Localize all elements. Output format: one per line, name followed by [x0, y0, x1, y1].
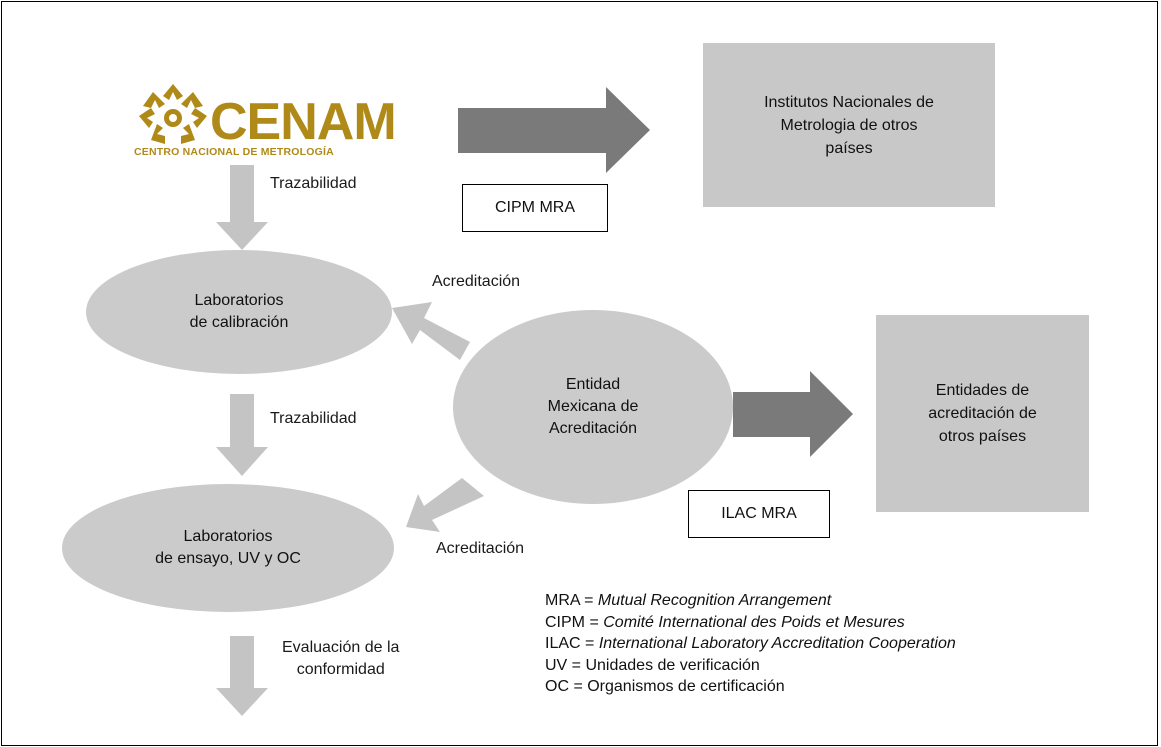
entidad-mexicana-ellipse: Entidad Mexicana de Acreditación: [453, 310, 733, 504]
legend-abbr: ILAC =: [545, 635, 599, 652]
institutos-line-1: Institutos Nacionales de: [764, 93, 934, 111]
entidades-otros-line-3: otros países: [938, 428, 1027, 445]
arrow-cenam-to-institutos: [458, 87, 650, 173]
legend-item-oc: OC = Organismos de certificación: [545, 676, 956, 698]
entidades-otros-box: Entidades de acreditación de otros paíse…: [876, 315, 1089, 512]
lab-calibracion-line-2: de calibración: [189, 314, 289, 331]
cipm-mra-tag: CIPM MRA: [462, 184, 608, 232]
evaluacion-line-1: Evaluación de la: [282, 639, 400, 656]
arrow-trazabilidad-1: [216, 165, 268, 250]
lab-ensayo-ellipse: Laboratorios de ensayo, UV y OC: [62, 484, 394, 612]
legend-item-uv: UV = Unidades de verificación: [545, 655, 956, 677]
arrow-acreditacion-2: [406, 478, 484, 532]
entidad-mexicana-line-3: Acreditación: [548, 420, 638, 437]
trazabilidad-label-2: Trazabilidad: [270, 410, 357, 427]
acreditacion-label-1: Acreditación: [432, 273, 521, 290]
legend-abbr: MRA =: [545, 592, 598, 609]
lab-ensayo-line-1: Laboratorios: [183, 528, 273, 545]
legend-abbr: UV =: [545, 656, 586, 674]
legend: MRA = Mutual Recognition Arrangement CIP…: [545, 590, 956, 698]
legend-item-mra: MRA = Mutual Recognition Arrangement: [545, 590, 956, 612]
arrow-evaluacion: [216, 636, 268, 716]
legend-text: Comité International des Poids et Mesure…: [603, 613, 905, 631]
legend-text: Unidades de verificación: [585, 656, 760, 674]
legend-item-ilac: ILAC = International Laboratory Accredit…: [545, 633, 956, 655]
legend-text: Organismos de certificación: [587, 678, 785, 695]
legend-abbr: OC =: [545, 678, 588, 695]
legend-abbr: CIPM =: [545, 613, 604, 631]
institutos-box: Institutos Nacionales de Metrologia de o…: [703, 43, 995, 207]
legend-text: Mutual Recognition Arrangement: [597, 592, 832, 609]
evaluacion-label: Evaluación de la conformidad: [282, 637, 399, 681]
ilac-mra-label: ILAC MRA: [721, 505, 797, 522]
entidad-mexicana-line-1: Entidad: [565, 376, 621, 393]
evaluacion-line-2: conformidad: [296, 661, 385, 678]
legend-text: International Laboratory Accreditation C…: [598, 635, 956, 652]
entidad-mexicana-line-2: Mexicana de: [547, 398, 639, 415]
legend-item-cipm: CIPM = Comité International des Poids et…: [545, 612, 956, 634]
arrow-acreditacion-1: [392, 302, 470, 360]
cenam-logo-subtitle: CENTRO NACIONAL DE METROLOGÍA: [134, 146, 334, 158]
institutos-line-2: Metrologia de otros: [780, 116, 918, 134]
cenam-logo-text: CENAM: [210, 93, 397, 151]
arrow-ema-to-entidades: [733, 371, 853, 457]
acreditacion-label-2: Acreditación: [436, 540, 525, 557]
lab-ensayo-line-2: de ensayo, UV y OC: [155, 550, 301, 567]
arrow-trazabilidad-2: [216, 394, 268, 476]
lab-calibracion-line-1: Laboratorios: [194, 292, 284, 309]
cenam-emblem-icon: [139, 84, 207, 144]
trazabilidad-label-1: Trazabilidad: [270, 175, 357, 192]
lab-calibracion-ellipse: Laboratorios de calibración: [86, 250, 392, 374]
institutos-line-3: países: [825, 139, 873, 157]
entidades-otros-line-1: Entidades de: [935, 382, 1030, 399]
ilac-mra-tag: ILAC MRA: [688, 490, 830, 538]
cipm-mra-label: CIPM MRA: [495, 199, 575, 216]
entidades-otros-line-2: acreditación de: [928, 405, 1037, 422]
